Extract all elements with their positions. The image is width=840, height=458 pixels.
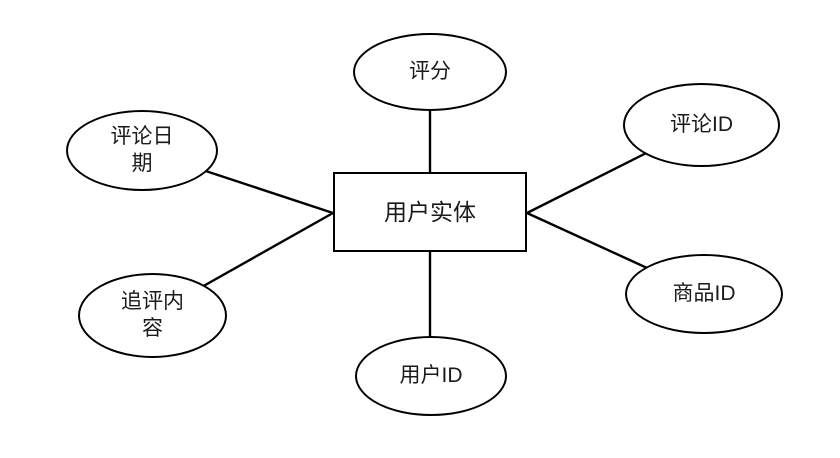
attribute-label-user-id: 用户ID (399, 363, 463, 387)
attribute-node-user-id: 用户ID (355, 336, 507, 416)
attribute-label-rating: 评分 (409, 59, 451, 83)
attribute-node-followup-content: 追评内 容 (78, 273, 227, 358)
attribute-label-followup-content: 追评内 容 (121, 290, 184, 340)
attribute-node-review-id: 评论ID (623, 83, 780, 167)
entity-node-user: 用户实体 (333, 172, 527, 252)
attribute-label-review-id: 评论ID (670, 112, 733, 136)
attribute-label-review-date: 评论日 期 (110, 125, 174, 175)
attribute-node-review-date: 评论日 期 (66, 110, 218, 191)
entity-label: 用户实体 (384, 198, 476, 225)
attribute-node-rating: 评分 (353, 33, 507, 111)
attribute-node-product-id: 商品ID (625, 254, 783, 334)
attribute-label-product-id: 商品ID (672, 281, 736, 305)
